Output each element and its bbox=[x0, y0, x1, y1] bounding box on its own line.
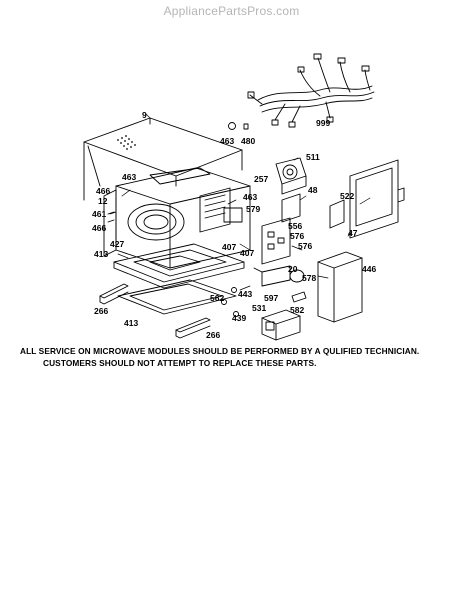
callout-266-right: 266 bbox=[206, 330, 220, 340]
callout-562: 562 bbox=[210, 293, 224, 303]
callout-556: 556 bbox=[288, 221, 302, 231]
callout-257: 257 bbox=[254, 174, 268, 184]
callout-522: 522 bbox=[340, 191, 354, 201]
part-443-screw bbox=[231, 287, 237, 293]
callout-480: 480 bbox=[241, 136, 255, 146]
bottom-plate-part bbox=[113, 243, 245, 289]
outer-case-part bbox=[83, 117, 243, 201]
part-597-fuse bbox=[291, 291, 307, 303]
callout-47: 47 bbox=[348, 228, 358, 238]
base-frame-part bbox=[99, 279, 237, 339]
callout-578: 578 bbox=[302, 273, 316, 283]
service-notice-line-1: ALL SERVICE ON MICROWAVE MODULES SHOULD … bbox=[20, 346, 420, 356]
part-562-screw bbox=[221, 299, 227, 305]
callout-413-bottom: 413 bbox=[124, 318, 138, 328]
callout-12: 12 bbox=[98, 196, 108, 206]
callout-463-right: 463 bbox=[243, 192, 257, 202]
callout-407-left: 407 bbox=[222, 242, 236, 252]
callout-461: 461 bbox=[92, 209, 106, 219]
magnetron-part bbox=[275, 157, 307, 195]
callout-413-top: 413 bbox=[94, 249, 108, 259]
callout-576-top: 576 bbox=[290, 231, 304, 241]
callout-266-left: 266 bbox=[94, 306, 108, 316]
oven-cavity-part bbox=[115, 167, 251, 269]
callout-531: 531 bbox=[252, 303, 266, 313]
callout-463-left: 463 bbox=[122, 172, 136, 182]
cover-446-part bbox=[317, 251, 363, 323]
watermark: AppliancePartsPros.com bbox=[163, 4, 300, 18]
service-notice-line-2: CUSTOMERS SHOULD NOT ATTEMPT TO REPLACE … bbox=[43, 358, 317, 368]
wire-harness-part bbox=[247, 53, 375, 128]
callout-20: 20 bbox=[288, 264, 298, 274]
control-board-part bbox=[261, 217, 291, 265]
callout-511: 511 bbox=[306, 152, 320, 162]
part-522-insulator bbox=[329, 199, 345, 229]
callout-999: 999 bbox=[316, 118, 330, 128]
part-480-clip bbox=[243, 123, 249, 130]
leader-lines bbox=[109, 113, 371, 291]
callout-466-top: 466 bbox=[96, 186, 110, 196]
callout-597: 597 bbox=[264, 293, 278, 303]
callout-427: 427 bbox=[110, 239, 124, 249]
callout-582: 582 bbox=[290, 305, 304, 315]
callout-9: 9 bbox=[142, 110, 147, 120]
callout-439: 439 bbox=[232, 313, 246, 323]
callout-443: 443 bbox=[238, 289, 252, 299]
part-463-screw bbox=[228, 122, 236, 130]
callout-576-bottom: 576 bbox=[298, 241, 312, 251]
callout-579: 579 bbox=[246, 204, 260, 214]
callout-466-bottom: 466 bbox=[92, 223, 106, 233]
callout-48: 48 bbox=[308, 185, 318, 195]
callout-labels: 9 463 480 999 511 257 48 463 463 466 12 … bbox=[92, 110, 376, 340]
callout-463-top: 463 bbox=[220, 136, 234, 146]
bracket-48-part bbox=[281, 193, 301, 223]
capacitor-part bbox=[253, 265, 305, 287]
callout-407-right: 407 bbox=[240, 248, 254, 258]
door-frame-part bbox=[103, 189, 117, 257]
transformer-part bbox=[261, 309, 301, 341]
part-439-screw bbox=[233, 311, 239, 317]
case-vent-holes bbox=[117, 135, 136, 150]
callout-446: 446 bbox=[362, 264, 376, 274]
side-panel-part bbox=[349, 159, 405, 239]
